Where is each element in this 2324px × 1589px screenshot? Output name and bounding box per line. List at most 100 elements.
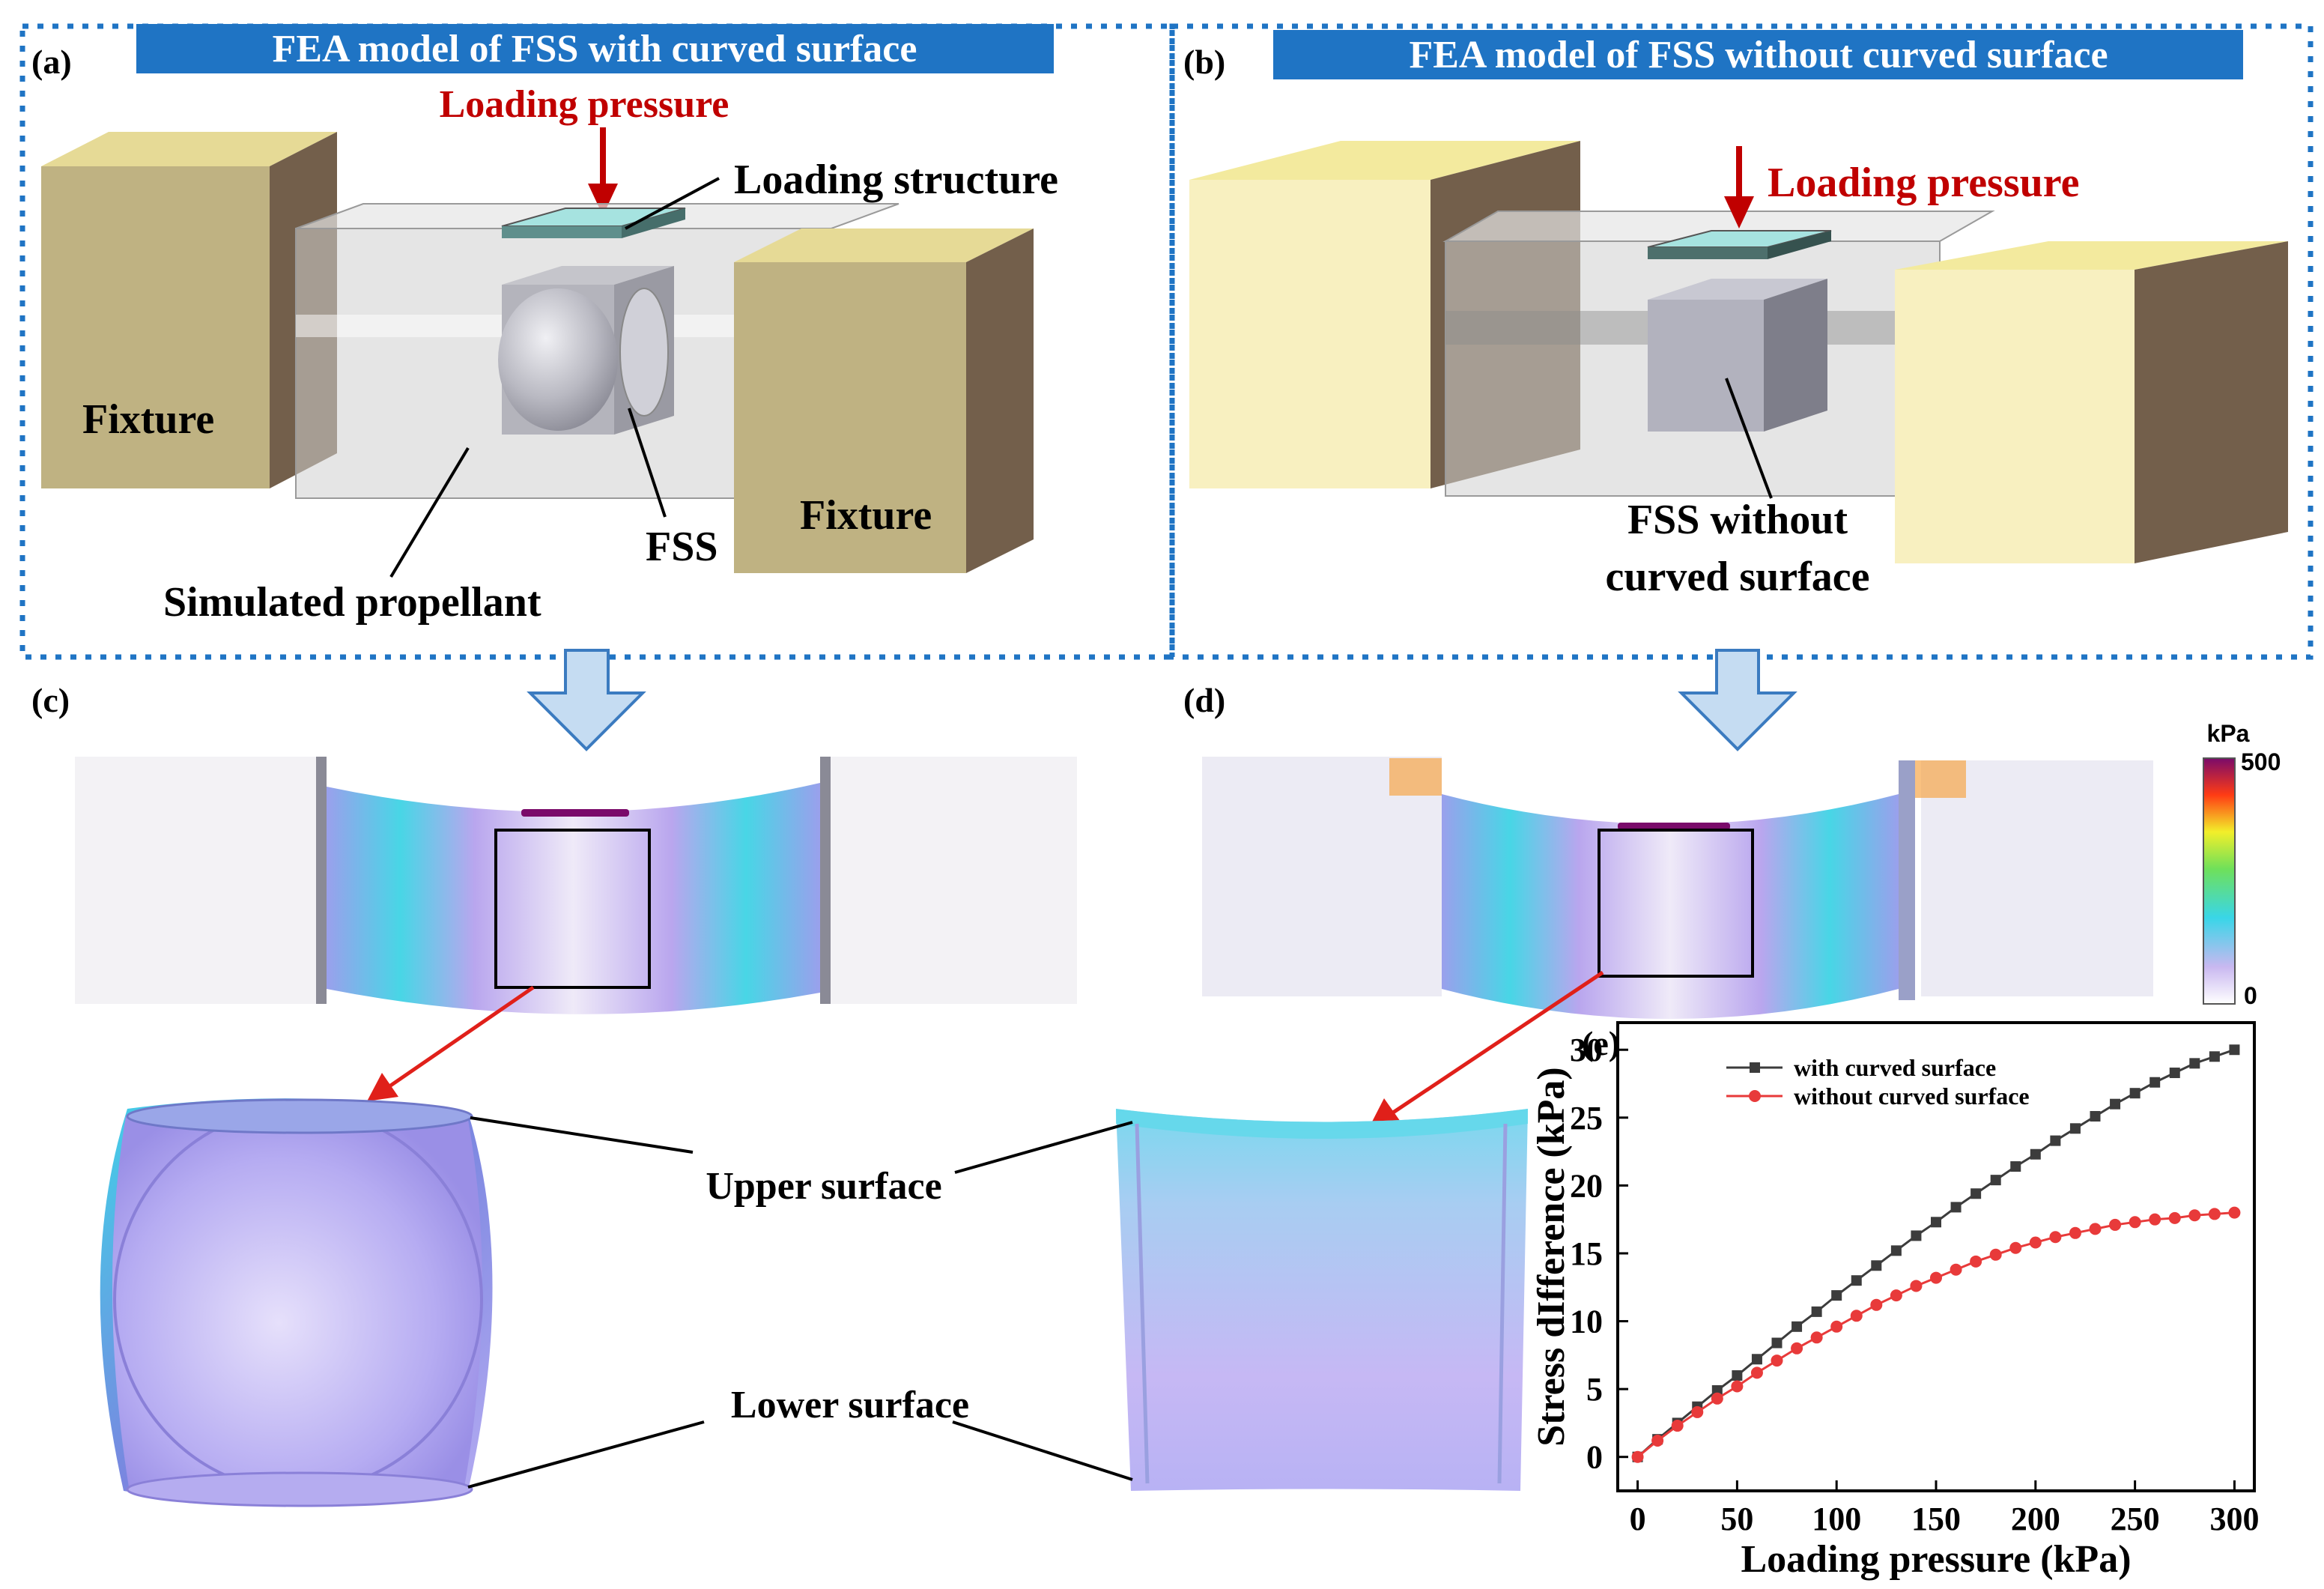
y-tick-label: 25 (1570, 1100, 1603, 1136)
x-tick-label: 50 (1720, 1501, 1753, 1537)
lower-surface-leader-left (467, 1420, 705, 1489)
x-tick-label: 0 (1630, 1501, 1646, 1537)
series-point-1 (1791, 1342, 1803, 1355)
series-point-1 (2208, 1208, 2221, 1220)
legend-label-1: without curved surface (1794, 1083, 2030, 1110)
series-point-0 (2189, 1058, 2200, 1069)
series-point-0 (2090, 1111, 2101, 1122)
panel-d-fixture-right (1921, 760, 2153, 996)
upper-surface-leader-left (470, 1116, 694, 1154)
y-axis-label: Stress dIfference (kPa) (1530, 1067, 1573, 1446)
panel-b-fixture-right-top (1895, 241, 2288, 270)
series-point-1 (1830, 1320, 1843, 1333)
panel-a-pressure-arrow-head (588, 184, 618, 216)
panel-b-pressure-arrow-head (1724, 196, 1754, 228)
panel-c-deformed-bar (327, 783, 820, 1014)
series-point-0 (1791, 1321, 1803, 1332)
series-point-0 (2010, 1161, 2021, 1172)
series-point-1 (1631, 1450, 1644, 1463)
series-point-1 (2188, 1209, 2201, 1222)
panel-b-loading-pressure-label: Loading pressure (1768, 160, 2079, 206)
y-tick-label: 15 (1570, 1235, 1603, 1272)
series-point-1 (2049, 1231, 2062, 1244)
panel-c-fixture-left (75, 757, 322, 1004)
series-point-0 (2169, 1068, 2180, 1079)
series-point-0 (1771, 1337, 1783, 1349)
lower-surface-label: Lower surface (731, 1384, 969, 1426)
series-point-0 (1811, 1306, 1822, 1317)
series-point-1 (2228, 1206, 2241, 1219)
panel-e-label: (e) (1582, 1024, 1620, 1062)
series-point-1 (1771, 1355, 1783, 1367)
series-point-1 (1850, 1310, 1863, 1322)
x-axis-label: Loading pressure (kPa) (1741, 1538, 2131, 1581)
panel-a-propellant-leader (389, 447, 470, 578)
colorbar-unit: kPa (2207, 720, 2250, 747)
zoom-fss-flat-edges (1135, 1123, 1508, 1484)
zoom-fss-flat-body (1116, 1109, 1528, 1491)
zoom-fss-curved-lower-surface (126, 1471, 473, 1507)
series-point-1 (1691, 1405, 1704, 1418)
series-point-1 (1711, 1392, 1723, 1405)
panel-b-label: (b) (1183, 43, 1225, 81)
panel-b-loading-structure-side (1768, 231, 1831, 259)
series-point-1 (1989, 1248, 2002, 1261)
series-line-1 (1636, 1211, 2235, 1458)
upper-surface-leader-right (954, 1121, 1133, 1174)
series-point-1 (1671, 1420, 1684, 1432)
panel-c-label: (c) (31, 681, 70, 719)
panel-a-fss-leader (628, 408, 667, 518)
panel-a-loading-structure-label: Loading structure (734, 157, 1058, 203)
series-point-0 (2050, 1135, 2061, 1146)
series-point-0 (2069, 1123, 2081, 1134)
series-point-0 (1732, 1370, 1743, 1381)
series-point-1 (2009, 1241, 2022, 1254)
series-point-1 (1731, 1380, 1744, 1393)
colorbar-gradient (2203, 757, 2236, 1005)
series-point-1 (1910, 1280, 1923, 1292)
panel-d-deformed-bar (1442, 794, 1899, 1019)
panel-a-propellant-label: Simulated propellant (163, 579, 541, 626)
panel-a-fss-sphere (498, 288, 618, 431)
x-tick-label: 100 (1812, 1501, 1861, 1537)
series-point-1 (2149, 1213, 2161, 1226)
zoom-arrow-right-head (1369, 1098, 1402, 1128)
panel-a-label: (a) (31, 43, 72, 81)
x-tick-label: 150 (1911, 1501, 1961, 1537)
x-tick-label: 200 (2011, 1501, 2060, 1537)
x-tick-label: 300 (2209, 1501, 2259, 1537)
series-point-1 (1750, 1366, 1763, 1379)
y-tick-label: 10 (1570, 1304, 1603, 1340)
series-point-0 (1831, 1290, 1842, 1301)
panel-d-label: (d) (1183, 681, 1225, 719)
panel-a-loading-structure-leader (625, 177, 720, 230)
panel-a-fixture-right-front (734, 262, 966, 573)
series-point-0 (1871, 1260, 1882, 1271)
series-point-1 (2029, 1236, 2042, 1249)
series-point-1 (1950, 1263, 1962, 1276)
down-arrow-left (527, 649, 646, 751)
panel-a-fixture-right-top (734, 228, 1034, 262)
panel-d-zoom-box (1598, 829, 1754, 978)
zoom-arrow-left-head (367, 1073, 398, 1101)
series-point-1 (1970, 1255, 1982, 1268)
series-point-1 (1810, 1331, 1823, 1344)
series-point-0 (1950, 1202, 1962, 1213)
series-point-0 (1711, 1384, 1723, 1396)
series-point-1 (2109, 1218, 2122, 1231)
series-point-0 (1851, 1275, 1862, 1286)
series-point-1 (2069, 1226, 2081, 1239)
zoom-arrow-left-shaft (388, 985, 535, 1089)
panel-b-fixture-left-top (1189, 141, 1580, 180)
zoom-fss-curved-upper-surface (126, 1098, 473, 1134)
panel-a-loading-structure-side (622, 208, 685, 238)
panel-b-title-bar (1273, 30, 2243, 79)
series-point-0 (2030, 1148, 2041, 1160)
panel-b-fixture-left-front (1189, 180, 1430, 488)
panel-b-fss-leader (1725, 378, 1773, 499)
panel-d-clamp-right (1899, 760, 1915, 1000)
panel-c-clamp-right (820, 757, 831, 1004)
series-point-1 (1890, 1289, 1902, 1302)
